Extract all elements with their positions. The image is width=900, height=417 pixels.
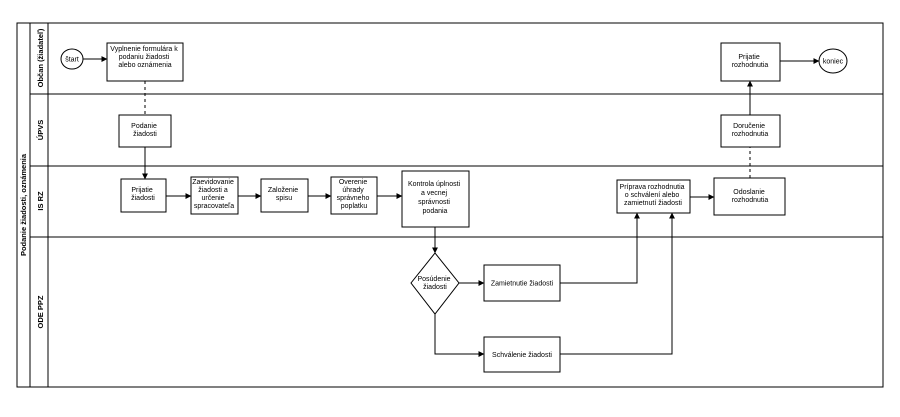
pool-label: Podanie žiadosti, oznámenia	[19, 153, 28, 256]
task-label-line: podania	[423, 208, 448, 215]
start-event: štart	[60, 48, 84, 70]
svg-text:Príprava rozhodnutia o s: Príprava rozhodnutia o schválení alebo z…	[620, 184, 687, 207]
task-label-line: alebo oznámenia	[118, 62, 171, 69]
task-label-line: rozhodnutia	[732, 131, 769, 138]
task-label-line: žiadosti a	[198, 187, 228, 194]
task-label-line: Založenie	[268, 187, 298, 194]
task-podanie: Podanie žiadosti	[118, 114, 172, 148]
task-label-line: Príprava rozhodnutia	[620, 184, 685, 191]
task-label-line: zamietnutí žiadosti	[624, 200, 682, 207]
task-label-line: Overenie	[339, 179, 368, 186]
task-priprava: Príprava rozhodnutia o schválení alebo z…	[616, 179, 691, 214]
task-odoslanie: Odoslanie rozhodnutia	[713, 177, 786, 216]
task-label-line: Vyplnenie formulára k	[110, 46, 178, 53]
task-dorucenie: Doručenie rozhodnutia	[720, 114, 781, 148]
lane-odepz: ODE PPZ	[29, 236, 884, 388]
task-label-line: Schválenie žiadosti	[492, 352, 552, 359]
lane-label-obcan: Občan (žiadateľ)	[36, 28, 45, 87]
end-label: koniec	[823, 59, 844, 66]
task-label-line: Prijatie	[131, 187, 153, 194]
svg-text:Založenie spisu: Založenie spisu	[268, 187, 300, 202]
task-label-line: spisu	[276, 195, 292, 202]
task-label-line: a vecnej	[421, 190, 448, 197]
task-prijatie-rozhodnutia: Prijatie rozhodnutia	[720, 42, 781, 82]
task-overenie: Overenie úhrady správneho poplatku	[330, 176, 378, 215]
task-label-line: Kontrola úplnosti	[408, 181, 461, 188]
svg-text:Doručenie rozhodnutia: Doručenie rozhodnutia	[732, 123, 769, 138]
svg-text:Vyplnenie formulára k po: Vyplnenie formulára k podaniu žiadosti a…	[110, 46, 179, 69]
edge-schvalenie-priprava	[560, 212, 675, 355]
svg-text:Kontrola úplnosti a vecn: Kontrola úplnosti a vecnej správnosti po…	[408, 181, 462, 215]
task-label-line: žiadosti	[131, 195, 155, 202]
svg-text:Overenie úhrady sp: Overenie úhrady správneho poplatku	[337, 179, 372, 210]
task-label-line: rozhodnutia	[732, 197, 769, 204]
task-label-line: Zaevidovanie	[192, 179, 234, 186]
lane-label-upvs: ÚPVS	[36, 120, 45, 140]
task-label-line: Odoslanie	[733, 189, 765, 196]
svg-text:Posúdenie žiadosti: Posúdenie žiadosti	[417, 276, 452, 291]
connectors	[83, 56, 820, 357]
task-label-line: Zamietnutie žiadosti	[491, 281, 554, 288]
task-label-line: Posúdenie	[417, 276, 450, 283]
edge-zamietnutie-priprava	[560, 212, 640, 284]
task-schvalenie: Schválenie žiadosti	[483, 336, 561, 373]
gateway-posudenie: Posúdenie žiadosti	[410, 252, 460, 315]
lane-label-isrz: IS RZ	[36, 191, 45, 211]
svg-text:Podanie žiadosti: Podanie žiadosti	[131, 123, 159, 138]
task-label-line: správnosti	[418, 199, 450, 206]
task-label-line: určenie	[202, 195, 225, 202]
task-kontrola: Kontrola úplnosti a vecnej správnosti po…	[401, 170, 470, 228]
task-label-line: správneho	[337, 195, 370, 202]
task-label-line: Podanie	[131, 123, 157, 130]
task-label-line: Doručenie	[733, 123, 765, 130]
task-prijatie-ziadosti: Prijatie žiadosti	[120, 178, 167, 213]
task-label-line: úhrady	[342, 187, 364, 194]
task-label-line: rozhodnutia	[732, 62, 769, 69]
task-zalozenie: Založenie spisu	[260, 178, 309, 213]
task-label-line: spracovateľa	[194, 203, 234, 210]
start-label: štart	[65, 57, 79, 64]
edge-posudenie-schvalenie	[434, 314, 485, 357]
task-vyplnenie: Vyplnenie formulára k podaniu žiadosti a…	[106, 42, 184, 82]
task-label-line: žiadosti	[423, 284, 447, 291]
task-zaevidovanie: Zaevidovanie žiadosti a určenie spracova…	[190, 176, 239, 215]
svg-text:Prijatie rozhodnutia: Prijatie rozhodnutia	[732, 54, 769, 69]
svg-text:Odoslanie rozhodnutia: Odoslanie rozhodnutia	[732, 189, 769, 204]
task-label-line: podaniu žiadosti	[119, 54, 170, 61]
lane-label-odepz: ODE PPZ	[36, 295, 45, 328]
task-label-line: poplatku	[341, 203, 368, 210]
end-event: koniec	[818, 48, 848, 74]
task-zamietnutie: Zamietnutie žiadosti	[483, 264, 561, 302]
task-label-line: o schválení alebo	[625, 192, 680, 199]
task-label-line: žiadosti	[133, 131, 157, 138]
svg-text:Zaevidovanie žiadosti a: Zaevidovanie žiadosti a určenie spracova…	[192, 179, 236, 210]
svg-text:Prijatie žiadosti: Prijatie žiadosti	[131, 187, 155, 202]
task-label-line: Prijatie	[738, 54, 760, 61]
